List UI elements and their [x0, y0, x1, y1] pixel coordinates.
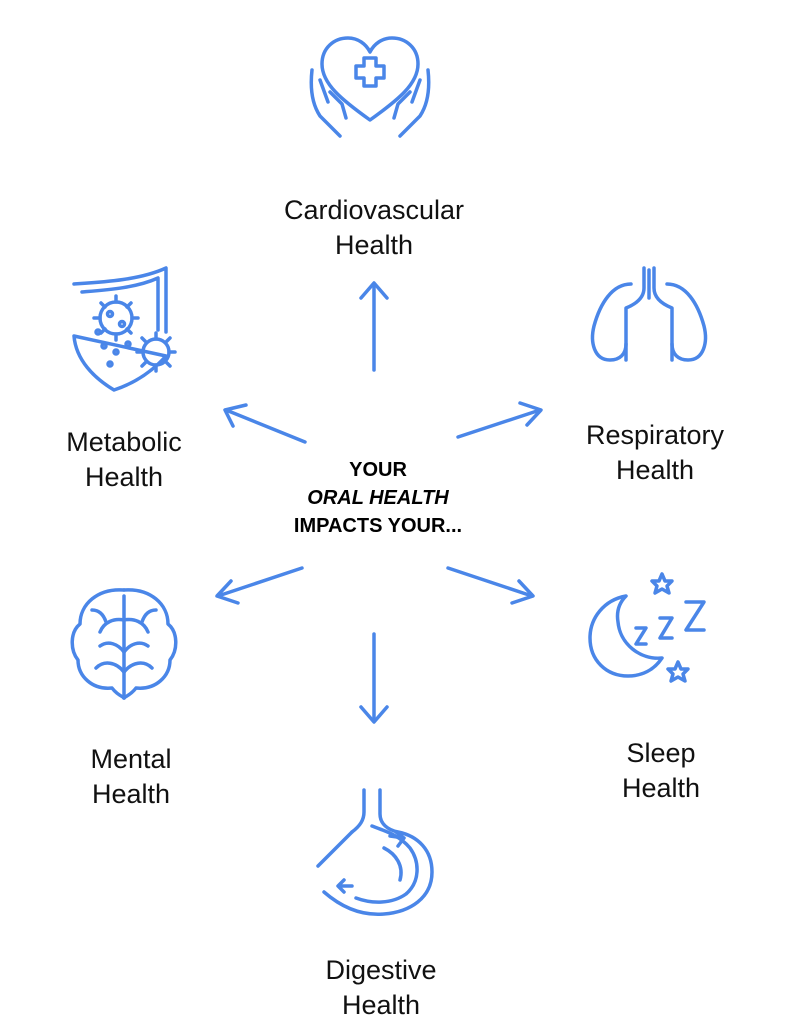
label-mental-line2: Health	[91, 779, 171, 809]
label-cardiovascular: Cardiovascular Health	[284, 193, 464, 263]
label-sleep: Sleep Health	[622, 736, 700, 806]
virus-shield-icon	[72, 266, 177, 392]
label-mental: Mental Health	[90, 742, 171, 812]
stomach-icon	[316, 788, 434, 916]
label-digestive: Digestive Health	[325, 953, 436, 1023]
brain-icon	[70, 588, 178, 700]
label-respiratory-line1: Respiratory	[585, 420, 725, 450]
label-digestive-line2: Health	[341, 990, 421, 1020]
label-sleep-line1: Sleep	[626, 738, 696, 768]
center-line3: IMPACTS YOUR...	[293, 515, 463, 537]
center-line2: ORAL HEALTH	[307, 487, 449, 509]
label-respiratory: Respiratory Health	[586, 418, 724, 488]
label-metabolic-line1: Metabolic	[66, 427, 182, 457]
label-digestive-line1: Digestive	[325, 955, 437, 985]
heart-hands-icon	[309, 36, 431, 138]
moon-zzz-icon	[588, 572, 706, 683]
arrow-down-right	[446, 566, 535, 605]
label-metabolic-line2: Health	[84, 462, 164, 492]
lungs-icon	[590, 266, 708, 362]
center-message: YOUR ORAL HEALTH IMPACTS YOUR...	[294, 456, 462, 540]
arrow-up	[359, 281, 389, 372]
label-cardiovascular-line2: Health	[334, 230, 414, 260]
label-mental-line1: Mental	[90, 744, 172, 774]
arrow-down	[359, 632, 389, 724]
label-respiratory-line2: Health	[615, 455, 695, 485]
label-metabolic: Metabolic Health	[66, 425, 182, 495]
arrow-up-right	[456, 401, 543, 439]
label-cardiovascular-line1: Cardiovascular	[283, 195, 465, 225]
arrow-up-left	[223, 403, 307, 444]
arrow-down-left	[215, 566, 304, 605]
label-sleep-line2: Health	[621, 773, 701, 803]
center-line1: YOUR	[349, 459, 407, 481]
